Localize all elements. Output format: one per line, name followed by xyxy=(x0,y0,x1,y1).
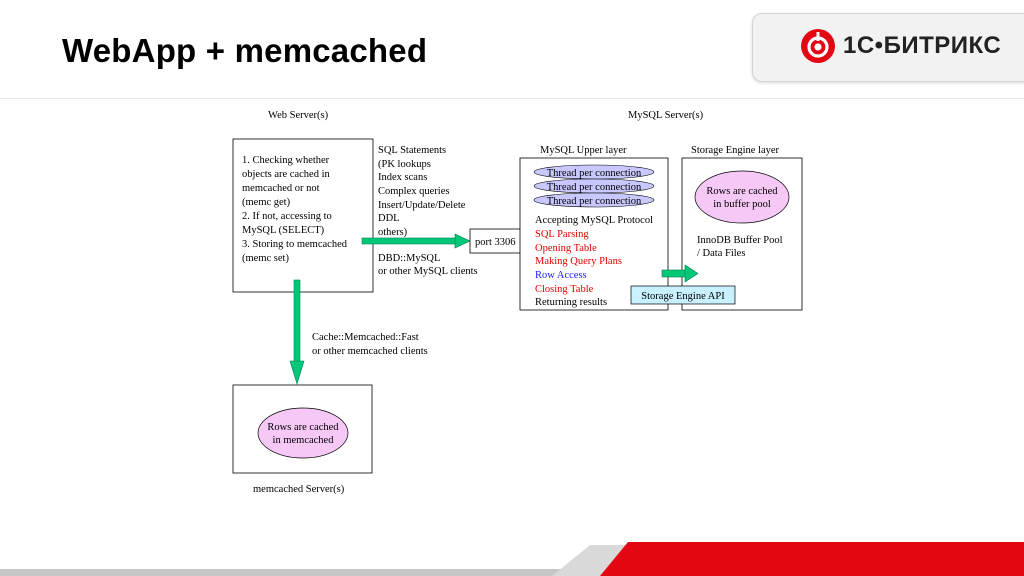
arrow-to-storage-engine xyxy=(661,264,699,283)
innodb-line: / Data Files xyxy=(697,248,745,259)
innodb-line: InnoDB Buffer Pool xyxy=(697,235,783,246)
mysql-server-label: MySQL Server(s) xyxy=(628,110,704,121)
sql-list-line: Complex queries xyxy=(378,186,449,197)
memcached-ellipse xyxy=(257,407,349,459)
web-server-label: Web Server(s) xyxy=(268,110,329,121)
sql-list-line: Index scans xyxy=(378,172,427,183)
web-step-line: (memc get) xyxy=(242,197,291,208)
arrow-web-to-mysql xyxy=(361,233,471,249)
web-server-box xyxy=(232,138,374,293)
sql-list-line: DDL xyxy=(378,213,400,224)
sql-list-line: Insert/Update/Delete xyxy=(378,200,466,211)
thread-label: Thread per connection xyxy=(547,182,642,193)
web-step-line: memcached or not xyxy=(242,183,320,194)
memcached-server-label: memcached Server(s) xyxy=(253,484,345,495)
storage-engine-api-label: Storage Engine API xyxy=(641,291,725,302)
dbd-line: DBD::MySQL xyxy=(378,253,440,264)
protocol-step: SQL Parsing xyxy=(535,229,589,240)
dbd-line: or other MySQL clients xyxy=(378,266,478,277)
buffer-pool-ellipse xyxy=(694,170,790,224)
memcached-client-line: or other memcached clients xyxy=(312,346,428,357)
web-step-line: 2. If not, accessing to xyxy=(242,211,332,222)
footer-bar-gray xyxy=(0,569,1024,576)
logo-badge: 1С•БИТРИКС xyxy=(752,13,1024,82)
protocol-steps: Accepting MySQL Protocol SQL Parsing Ope… xyxy=(535,215,653,308)
thread-ellipses: Thread per connection Thread per connect… xyxy=(533,164,655,208)
web-step-line: MySQL (SELECT) xyxy=(242,225,325,236)
protocol-step: Opening Table xyxy=(535,243,597,254)
memcached-ellipse-line: in memcached xyxy=(273,435,335,446)
protocol-step: Closing Table xyxy=(535,284,594,295)
storage-engine-api-box xyxy=(630,285,736,305)
memcached-client-line: Cache::Memcached::Fast xyxy=(312,332,419,343)
logo-text: 1С•БИТРИКС xyxy=(843,32,1002,59)
thread-ellipse xyxy=(533,192,655,208)
memcached-ellipse-line: Rows are cached xyxy=(267,422,339,433)
sql-list-line: SQL Statements xyxy=(378,145,446,156)
sql-list-line: (PK lookups xyxy=(378,159,431,170)
buffer-pool-line: Rows are cached xyxy=(706,186,778,197)
port-box xyxy=(469,228,523,254)
thread-label: Thread per connection xyxy=(547,168,642,179)
bitrix-logo-icon xyxy=(801,29,835,63)
thread-label: Thread per connection xyxy=(547,196,642,207)
arrow-web-to-memcached xyxy=(289,279,305,386)
storage-layer-label: Storage Engine layer xyxy=(691,145,780,156)
header-divider xyxy=(0,98,1024,99)
slide-title: WebApp + memcached xyxy=(62,32,428,69)
upper-layer-label: MySQL Upper layer xyxy=(540,145,627,156)
port-label: port 3306 xyxy=(475,237,516,248)
protocol-step: Making Query Plans xyxy=(535,256,622,267)
web-step-line: 1. Checking whether xyxy=(242,155,330,166)
web-step-line: objects are cached in xyxy=(242,169,330,180)
web-steps: 1. Checking whether objects are cached i… xyxy=(242,155,348,264)
protocol-step: Accepting MySQL Protocol xyxy=(535,215,653,226)
protocol-step: Row Access xyxy=(535,270,587,281)
web-step-line: (memc set) xyxy=(242,253,289,264)
footer-decoration xyxy=(552,542,1024,576)
buffer-pool-line: in buffer pool xyxy=(713,199,771,210)
sql-statements-list: SQL Statements (PK lookups Index scans C… xyxy=(378,145,466,238)
protocol-step: Returning results xyxy=(535,297,607,308)
footer-red-band xyxy=(600,542,1024,576)
sql-list-line: others) xyxy=(378,227,408,238)
web-step-line: 3. Storing to memcached xyxy=(242,239,348,250)
